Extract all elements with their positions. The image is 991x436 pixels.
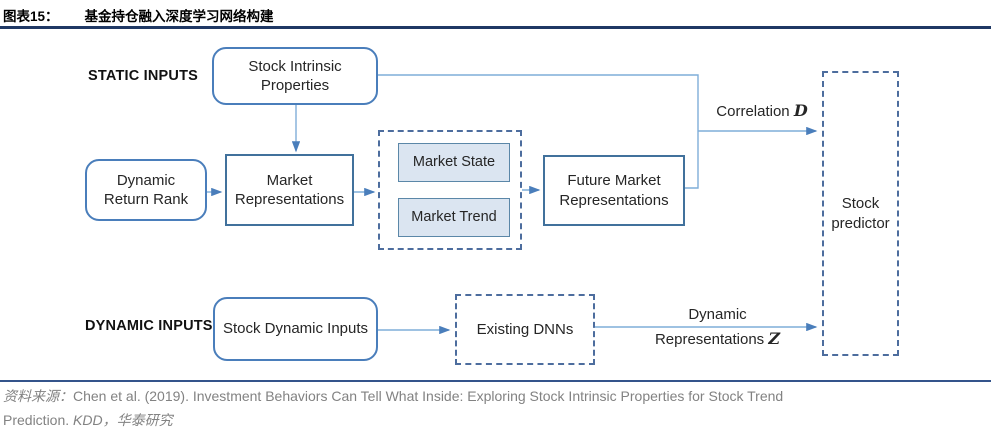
figure-title: 图表15： 基金持仓融入深度学习网络构建 — [3, 5, 274, 25]
group-market-state-trend — [378, 130, 522, 250]
edge-label-dynamic-representations-line2: Representations Z — [654, 329, 781, 348]
network-diagram: STATIC INPUTS Stock Intrinsic Properties… — [0, 30, 991, 380]
source-divider — [0, 380, 991, 382]
node-future-market-representations: Future Market Representations — [543, 155, 685, 226]
source-publisher: ，华泰研究 — [102, 413, 173, 429]
node-existing-dnns: Existing DNNs — [455, 294, 595, 365]
node-stock-dynamic-inputs: Stock Dynamic Inputs — [213, 297, 378, 361]
figure-title-text: 基金持仓融入深度学习网络构建 — [84, 9, 274, 24]
source-journal: KDD — [73, 412, 103, 428]
dynamic-representations-variable: Z — [768, 329, 781, 348]
node-dynamic-return-rank: Dynamic Return Rank — [85, 159, 207, 221]
figure-number: 图表15： — [3, 9, 59, 24]
correlation-variable: D — [793, 101, 808, 120]
dynamic-inputs-label: DYNAMIC INPUTS — [85, 318, 213, 334]
edge-label-correlation: Correlation D — [716, 101, 808, 120]
node-market-state: Market State — [398, 143, 510, 182]
title-divider — [0, 26, 991, 29]
source-citation-line2: Prediction. — [3, 412, 74, 428]
node-market-representations: Market Representations — [225, 154, 354, 226]
node-market-trend: Market Trend — [398, 198, 510, 237]
static-inputs-label: STATIC INPUTS — [88, 68, 199, 84]
node-stock-predictor: Stock predictor — [822, 71, 899, 356]
edge-label-dynamic-representations-line1: Dynamic — [688, 306, 747, 323]
source-note: 资料来源：Chen et al. (2019). Investment Beha… — [3, 385, 987, 433]
source-citation-line1: Chen et al. (2019). Investment Behaviors… — [73, 388, 784, 404]
node-stock-intrinsic-properties: Stock Intrinsic Properties — [212, 47, 378, 105]
source-label: 资料来源： — [3, 389, 73, 405]
